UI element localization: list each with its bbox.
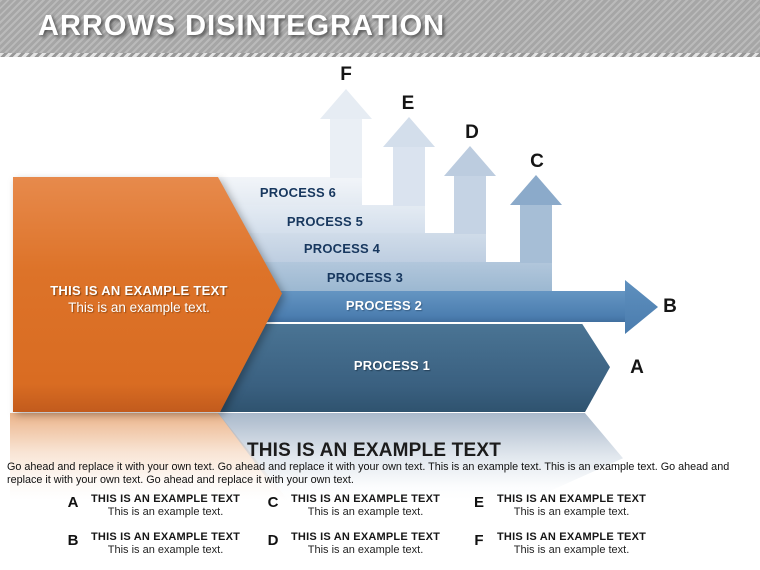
footer-body: Go ahead and replace it with your own te… <box>7 461 730 486</box>
legend-letter: E <box>473 494 484 511</box>
process-5-label: PROCESS 5 <box>286 214 364 229</box>
process-5-band <box>216 205 425 233</box>
arrow-letter-e: E <box>401 93 415 114</box>
process-3-band <box>242 262 552 291</box>
process-2-band <box>224 291 625 322</box>
legend-subtitle: This is an example text. <box>307 506 424 518</box>
legend-subtitle: This is an example text. <box>307 544 424 556</box>
process-2-label: PROCESS 2 <box>345 298 423 313</box>
legend-subtitle: This is an example text. <box>107 506 224 518</box>
footer-heading: THIS IS AN EXAMPLE TEXT <box>246 440 502 461</box>
arrow-shaft-e <box>393 146 425 206</box>
process-4-label: PROCESS 4 <box>303 241 381 256</box>
process-4-band <box>228 233 486 262</box>
process-1-label: PROCESS 1 <box>353 358 431 373</box>
legend-letter: B <box>67 532 79 549</box>
legend-item-a: A THIS IS AN EXAMPLE TEXT This is an exa… <box>64 493 240 518</box>
legend-title: THIS IS AN EXAMPLE TEXT <box>497 531 647 543</box>
legend-item-d: D THIS IS AN EXAMPLE TEXT This is an exa… <box>264 531 440 556</box>
legend-subtitle: This is an example text. <box>513 506 630 518</box>
arrow-letter-f: F <box>340 64 352 85</box>
chevron-title: THIS IS AN EXAMPLE TEXT <box>50 283 228 298</box>
slide-title: ARROWS DISINTEGRATION <box>38 10 446 42</box>
legend-letter: A <box>67 494 79 511</box>
legend-letter: F <box>474 532 484 549</box>
process-6-label: PROCESS 6 <box>259 185 337 200</box>
up-arrow-head-d <box>444 146 496 176</box>
up-arrow-head-e <box>383 117 435 147</box>
legend-letter: D <box>267 532 279 549</box>
legend-title: THIS IS AN EXAMPLE TEXT <box>91 493 241 505</box>
example-chevron-shape: THIS IS AN EXAMPLE TEXT This is an examp… <box>13 177 282 412</box>
right-arrow-head-b <box>625 280 658 334</box>
arrow-shaft-c <box>520 204 552 263</box>
legend-title: THIS IS AN EXAMPLE TEXT <box>91 531 241 543</box>
legend-title: THIS IS AN EXAMPLE TEXT <box>291 531 441 543</box>
legend-title: THIS IS AN EXAMPLE TEXT <box>291 493 441 505</box>
legend-item-b: B THIS IS AN EXAMPLE TEXT This is an exa… <box>64 531 240 556</box>
legend-item-c: C THIS IS AN EXAMPLE TEXT This is an exa… <box>264 493 440 518</box>
chevron-text-block: THIS IS AN EXAMPLE TEXT This is an examp… <box>31 283 247 315</box>
example-chevron: THIS IS AN EXAMPLE TEXT This is an examp… <box>13 177 282 412</box>
arrow-letter-d: D <box>465 122 479 143</box>
process-3-label: PROCESS 3 <box>326 270 404 285</box>
legend-letter: C <box>267 494 279 511</box>
legend-subtitle: This is an example text. <box>513 544 630 556</box>
bands-reflection <box>218 413 623 500</box>
arrow-letter-b: B <box>663 296 677 317</box>
arrow-letter-a: A <box>630 357 644 378</box>
process-1-band <box>214 324 610 412</box>
up-arrow-head-c <box>510 175 562 205</box>
legend-item-e: E THIS IS AN EXAMPLE TEXT This is an exa… <box>470 493 646 518</box>
arrow-shaft-f <box>330 118 362 178</box>
header-banner: ARROWS DISINTEGRATION <box>0 0 760 57</box>
legend-item-f: F THIS IS AN EXAMPLE TEXT This is an exa… <box>470 531 646 556</box>
chevron-subtitle: This is an example text. <box>68 300 210 315</box>
arrow-letter-c: C <box>530 151 544 172</box>
legend-subtitle: This is an example text. <box>107 544 224 556</box>
process-6-band <box>210 177 362 205</box>
up-arrow-head-f <box>320 89 372 119</box>
legend-title: THIS IS AN EXAMPLE TEXT <box>497 493 647 505</box>
arrow-shaft-d <box>454 175 486 234</box>
